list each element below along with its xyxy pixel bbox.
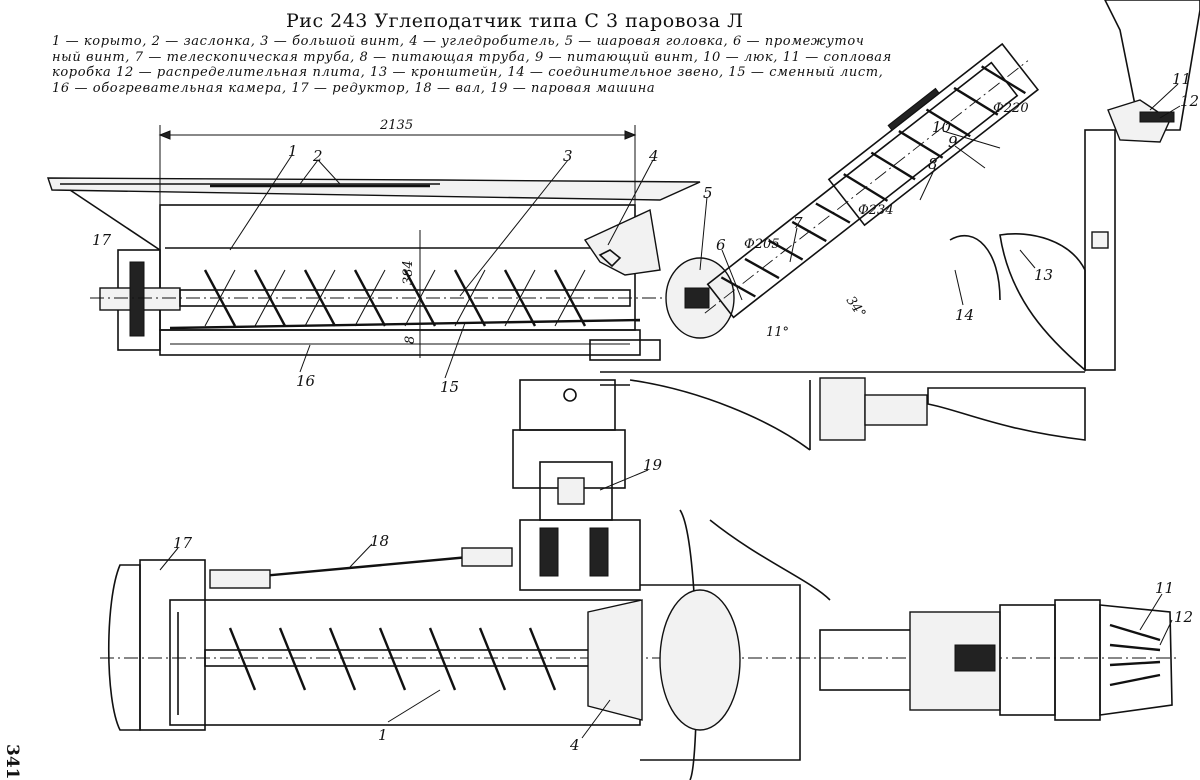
- distribution-plate: [1139, 111, 1175, 123]
- frame-plan: [640, 584, 801, 761]
- legend-line: коробка 12 — распределительная плита, 13…: [52, 65, 884, 80]
- engine-port: [557, 477, 585, 505]
- auger-shaft: [179, 289, 631, 307]
- engine-bolt: [563, 388, 577, 402]
- callout-label: 12: [1174, 608, 1193, 626]
- trough-cover: [47, 177, 701, 201]
- leader-line: [599, 469, 649, 491]
- callout-label: 14: [955, 306, 974, 324]
- drive-shaft: [239, 554, 481, 580]
- joint-arc: [949, 234, 1001, 301]
- universal-joint: [461, 547, 513, 567]
- callout-label: 10: [932, 118, 952, 136]
- inclined-feeder: [704, 42, 1040, 319]
- frame-bracket: [589, 339, 661, 361]
- cab-floor: [927, 387, 1086, 441]
- figure-legend: 1 — корыто, 2 — заслонка, 3 — большой ви…: [52, 34, 957, 96]
- callout-label: 9: [948, 133, 958, 151]
- leader-lines-top: [229, 83, 1181, 379]
- callout-label: 19: [643, 456, 663, 474]
- hatch: [887, 87, 940, 131]
- callout-label: 1: [288, 142, 298, 160]
- firebox-wall: [1084, 129, 1116, 371]
- dim-length: 2135: [379, 118, 413, 133]
- callout-label: 16: [296, 372, 316, 390]
- figure-title: Рис 243 Углеподатчик типа С 3 паровоза Л: [286, 10, 744, 32]
- telescopic-plan: [819, 629, 921, 691]
- dim-arrow: [624, 130, 637, 140]
- ball-head-core: [684, 287, 710, 309]
- replaceable-liner: [169, 318, 641, 330]
- engine-window: [589, 527, 609, 577]
- callout-label: 17: [92, 231, 112, 249]
- hatch-plan: [954, 644, 996, 672]
- callout-label: 11: [1172, 70, 1191, 88]
- side-section-view: [47, 0, 1200, 451]
- callout-label: 1: [378, 726, 388, 744]
- frame-plate: [709, 519, 831, 601]
- legend-line: 16 — обогревательная камера, 17 — редукт…: [52, 80, 656, 96]
- callout-label: 4: [648, 147, 659, 165]
- coal-crusher: [583, 208, 661, 276]
- engine-window: [539, 527, 559, 577]
- engine-crankcase: [519, 519, 641, 591]
- gearbox-gear: [129, 261, 145, 337]
- distribution-plate-plan: [1109, 623, 1161, 687]
- gearbox-cover: [107, 564, 141, 731]
- steam-engine: [512, 379, 641, 591]
- coupling-block: [819, 377, 866, 441]
- callout-label: 7: [793, 214, 803, 232]
- dimension-lines: [158, 125, 637, 358]
- engine-top-block: [519, 379, 616, 431]
- dim-thickness: 8: [403, 336, 418, 344]
- dim-height: 384: [401, 260, 416, 285]
- legend-line: 1 — корыто, 2 — заслонка, 3 — большой ви…: [52, 34, 865, 49]
- dim-d-feed: Ф220: [993, 101, 1029, 116]
- leader-lines-bottom: [159, 543, 1173, 739]
- heating-chamber: [159, 329, 641, 356]
- crusher-plate: [598, 249, 622, 268]
- bracket: [999, 232, 1086, 372]
- ball-head-plan: [659, 589, 741, 731]
- trough-plan: [169, 599, 641, 726]
- callout-label: 3: [563, 147, 573, 165]
- feed-pipe-plan: [999, 604, 1056, 716]
- auger-flights-plan: [228, 627, 557, 691]
- crusher-plan: [587, 599, 643, 721]
- gearbox-plan: [139, 559, 206, 731]
- dim-arrow: [158, 130, 171, 140]
- wall-block: [1091, 231, 1109, 249]
- callout-label: 17: [173, 534, 193, 552]
- callout-label: 18: [370, 532, 389, 550]
- dim-d-telescopic: Ф205: [744, 237, 780, 252]
- callout-label: 2: [312, 147, 323, 165]
- dim-d-joint: Ф234: [858, 203, 894, 218]
- bracket-plan: [1054, 599, 1101, 721]
- callout-label: 8: [928, 155, 938, 173]
- callout-label: 6: [716, 236, 726, 254]
- cover-strut: [69, 189, 161, 251]
- coupling-sleeve: [864, 394, 928, 426]
- plan-view: [100, 509, 1180, 780]
- nozzle-box: [1107, 99, 1171, 143]
- universal-joint: [209, 569, 271, 589]
- firebox-door: [1104, 0, 1200, 131]
- nozzle-box-plan: [1099, 604, 1173, 716]
- callout-label: 5: [703, 184, 713, 202]
- legend-line: ный винт, 7 — телескопическая труба, 8 —…: [52, 49, 892, 65]
- tender-frame: [600, 371, 1085, 451]
- dim-angle-joint: 34°: [843, 294, 869, 321]
- callout-label: 13: [1034, 266, 1053, 284]
- callout-label: 15: [440, 378, 459, 396]
- callout-label: 11: [1155, 579, 1174, 597]
- feeder-auger-flights: [720, 65, 1027, 298]
- trough-body: [159, 204, 636, 331]
- dim-angle-pipe: 11°: [766, 325, 789, 340]
- callout-label: 12: [1180, 92, 1199, 110]
- callout-label: 4: [569, 736, 580, 754]
